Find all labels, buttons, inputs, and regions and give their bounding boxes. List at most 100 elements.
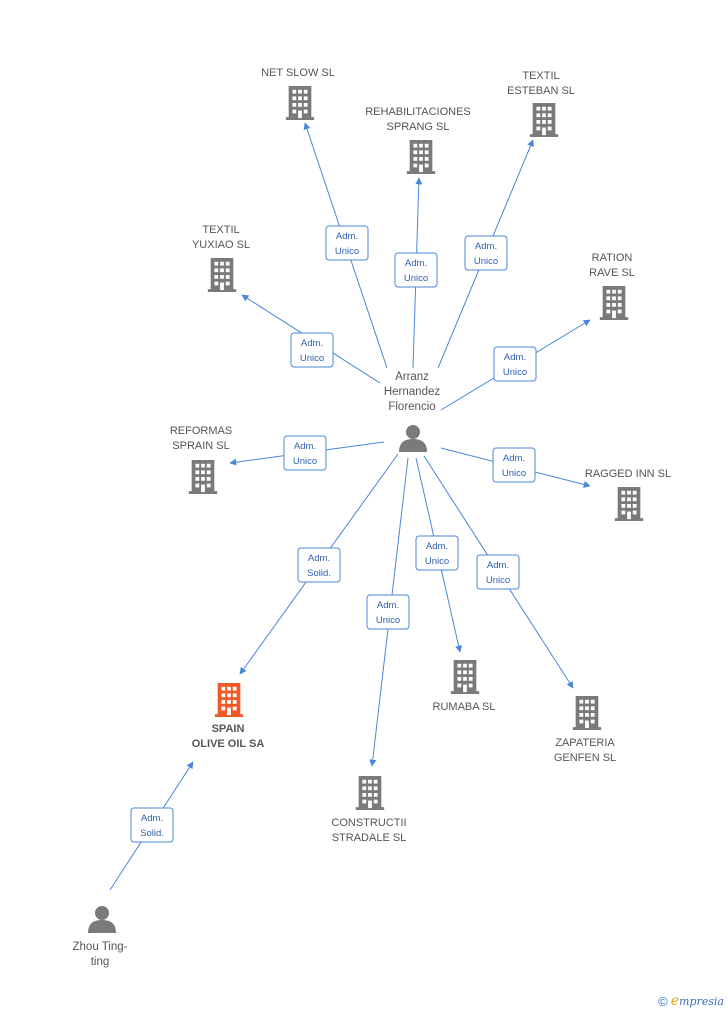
edge-label-box[interactable]: Adm. Unico xyxy=(394,252,438,288)
edge-label-rect xyxy=(290,332,334,368)
footer-brand[interactable]: © empresia xyxy=(658,993,724,1009)
edge-label-rect xyxy=(130,807,174,843)
company-node-rumaba[interactable]: RUMABA SL xyxy=(433,660,496,713)
edge-label-box[interactable]: Adm. Unico xyxy=(283,435,327,471)
edge-arranz-to-constructii: Adm.Unico xyxy=(366,457,410,767)
edge-label-box[interactable]: Adm. Solid. xyxy=(297,547,341,583)
edge-label-box[interactable]: Adm.Unico xyxy=(464,235,508,271)
building-icon xyxy=(207,258,237,292)
edge-label-rect xyxy=(464,235,508,271)
company-label: TEXTIL xyxy=(522,70,559,82)
edge-arranz-to-spain-olive: Adm. Solid. xyxy=(239,453,399,675)
edge-arranz-to-textil-yuxiao: Adm. Unico xyxy=(241,294,381,384)
edge-label-rect xyxy=(493,346,537,382)
company-label: SPRANG SL xyxy=(387,121,450,133)
copyright-symbol: © xyxy=(658,993,668,1009)
edge-label-box[interactable]: Adm. Unico xyxy=(325,225,369,261)
company-label: OLIVE OIL SA xyxy=(192,738,265,750)
edge-label-text: Adm. xyxy=(377,600,399,611)
company-label: SPAIN xyxy=(212,723,245,735)
building-icon xyxy=(529,103,559,137)
edge-label-rect xyxy=(325,225,369,261)
edge-label-text: Adm. xyxy=(294,441,316,452)
edge-label-box[interactable]: Adm.Unico xyxy=(366,594,410,630)
edge-arranz-to-net-slow: Adm. Unico xyxy=(303,122,388,369)
edge-label-box[interactable]: Adm. Unico xyxy=(476,554,520,590)
building-icon xyxy=(572,696,602,730)
edge-arranz-to-ration-rave: Adm.Unico xyxy=(440,319,591,411)
edge-label-rect xyxy=(394,252,438,288)
company-node-textil-yuxiao[interactable]: TEXTIL YUXIAO SL xyxy=(192,224,250,292)
person-node-zhou[interactable]: Zhou Ting-ting xyxy=(73,906,128,968)
company-node-ragged-inn[interactable]: RAGGED INN SL xyxy=(585,468,671,521)
edge-arranz-to-rehabilitaciones: Adm. Unico xyxy=(394,177,438,369)
edge-label-text: Adm. xyxy=(503,453,525,464)
edge-arranz-to-ragged-inn: Adm. Unico xyxy=(440,447,591,488)
edge-label-box[interactable]: Adm. Unico xyxy=(492,447,536,483)
edge-label-text: Adm. xyxy=(336,231,358,242)
edge-arranz-to-rumaba: Adm.Unico xyxy=(415,457,463,653)
company-label: STRADALE SL xyxy=(332,832,407,844)
edge-label-text: Adm. xyxy=(141,813,163,824)
edge-arranz-to-reformas-sprain: Adm. Unico xyxy=(229,435,385,471)
edge-label-rect xyxy=(476,554,520,590)
edge-label-rect xyxy=(297,547,341,583)
company-label: GENFEN SL xyxy=(554,752,616,764)
company-label: NET SLOW SL xyxy=(261,67,335,79)
company-node-net-slow[interactable]: NET SLOW SL xyxy=(261,67,335,120)
edge-label-text: Unico xyxy=(300,353,324,364)
person-label: Arranz xyxy=(395,371,429,383)
edge-label-box[interactable]: Adm.Unico xyxy=(493,346,537,382)
edge-label-text: Adm. xyxy=(301,338,323,349)
company-label: ESTEBAN SL xyxy=(507,85,575,97)
edge-label-text: Unico xyxy=(404,273,428,284)
company-label: YUXIAO SL xyxy=(192,239,250,251)
brand-logo: empresia xyxy=(671,993,724,1009)
person-label: ting xyxy=(91,956,110,968)
person-label: Florencio xyxy=(388,401,435,413)
edge-label-box[interactable]: Adm. Solid. xyxy=(130,807,174,843)
company-node-textil-esteban[interactable]: TEXTIL ESTEBAN SL xyxy=(507,70,575,137)
person-label: Hernandez xyxy=(384,386,441,398)
company-label: RATION xyxy=(592,252,633,264)
edge-label-text: Unico xyxy=(474,256,498,267)
building-icon xyxy=(406,140,436,174)
edge-label-text: Adm. xyxy=(405,258,427,269)
company-label: SPRAIN SL xyxy=(172,440,229,452)
edge-label-text: Unico xyxy=(503,367,527,378)
edge-label-rect xyxy=(283,435,327,471)
edge-label-text: Unico xyxy=(425,556,449,567)
building-icon xyxy=(450,660,480,694)
edge-label-box[interactable]: Adm.Unico xyxy=(415,535,459,571)
company-node-constructii[interactable]: CONSTRUCTII STRADALE SL xyxy=(331,776,407,844)
edge-label-text: Unico xyxy=(335,246,359,257)
brand-name: mpresia xyxy=(679,995,724,1008)
building-icon xyxy=(188,460,218,494)
edge-arranz-to-textil-esteban: Adm.Unico xyxy=(437,139,534,369)
edge-label-rect xyxy=(415,535,459,571)
edge-label-text: Solid. xyxy=(140,828,164,839)
edge-arranz-to-zapateria: Adm. Unico xyxy=(423,455,574,689)
company-label: CONSTRUCTII xyxy=(331,817,406,829)
company-label: RUMABA SL xyxy=(433,701,496,713)
edge-label-text: Unico xyxy=(486,575,510,586)
edge-label-box[interactable]: Adm. Unico xyxy=(290,332,334,368)
building-icon xyxy=(285,86,315,120)
edge-label-text: Unico xyxy=(293,456,317,467)
person-icon xyxy=(88,906,116,933)
edge-label-rect xyxy=(492,447,536,483)
building-icon xyxy=(614,487,644,521)
edge-label-text: Adm. xyxy=(487,560,509,571)
person-label: Zhou Ting- xyxy=(73,941,128,953)
edge-label-text: Unico xyxy=(502,468,526,479)
edge-label-text: Adm. xyxy=(308,553,330,564)
company-node-spain-olive[interactable]: SPAIN OLIVE OIL SA xyxy=(192,683,265,750)
company-label: TEXTIL xyxy=(202,224,239,236)
edge-label-text: Solid. xyxy=(307,568,331,579)
brand-initial: e xyxy=(670,993,680,1009)
